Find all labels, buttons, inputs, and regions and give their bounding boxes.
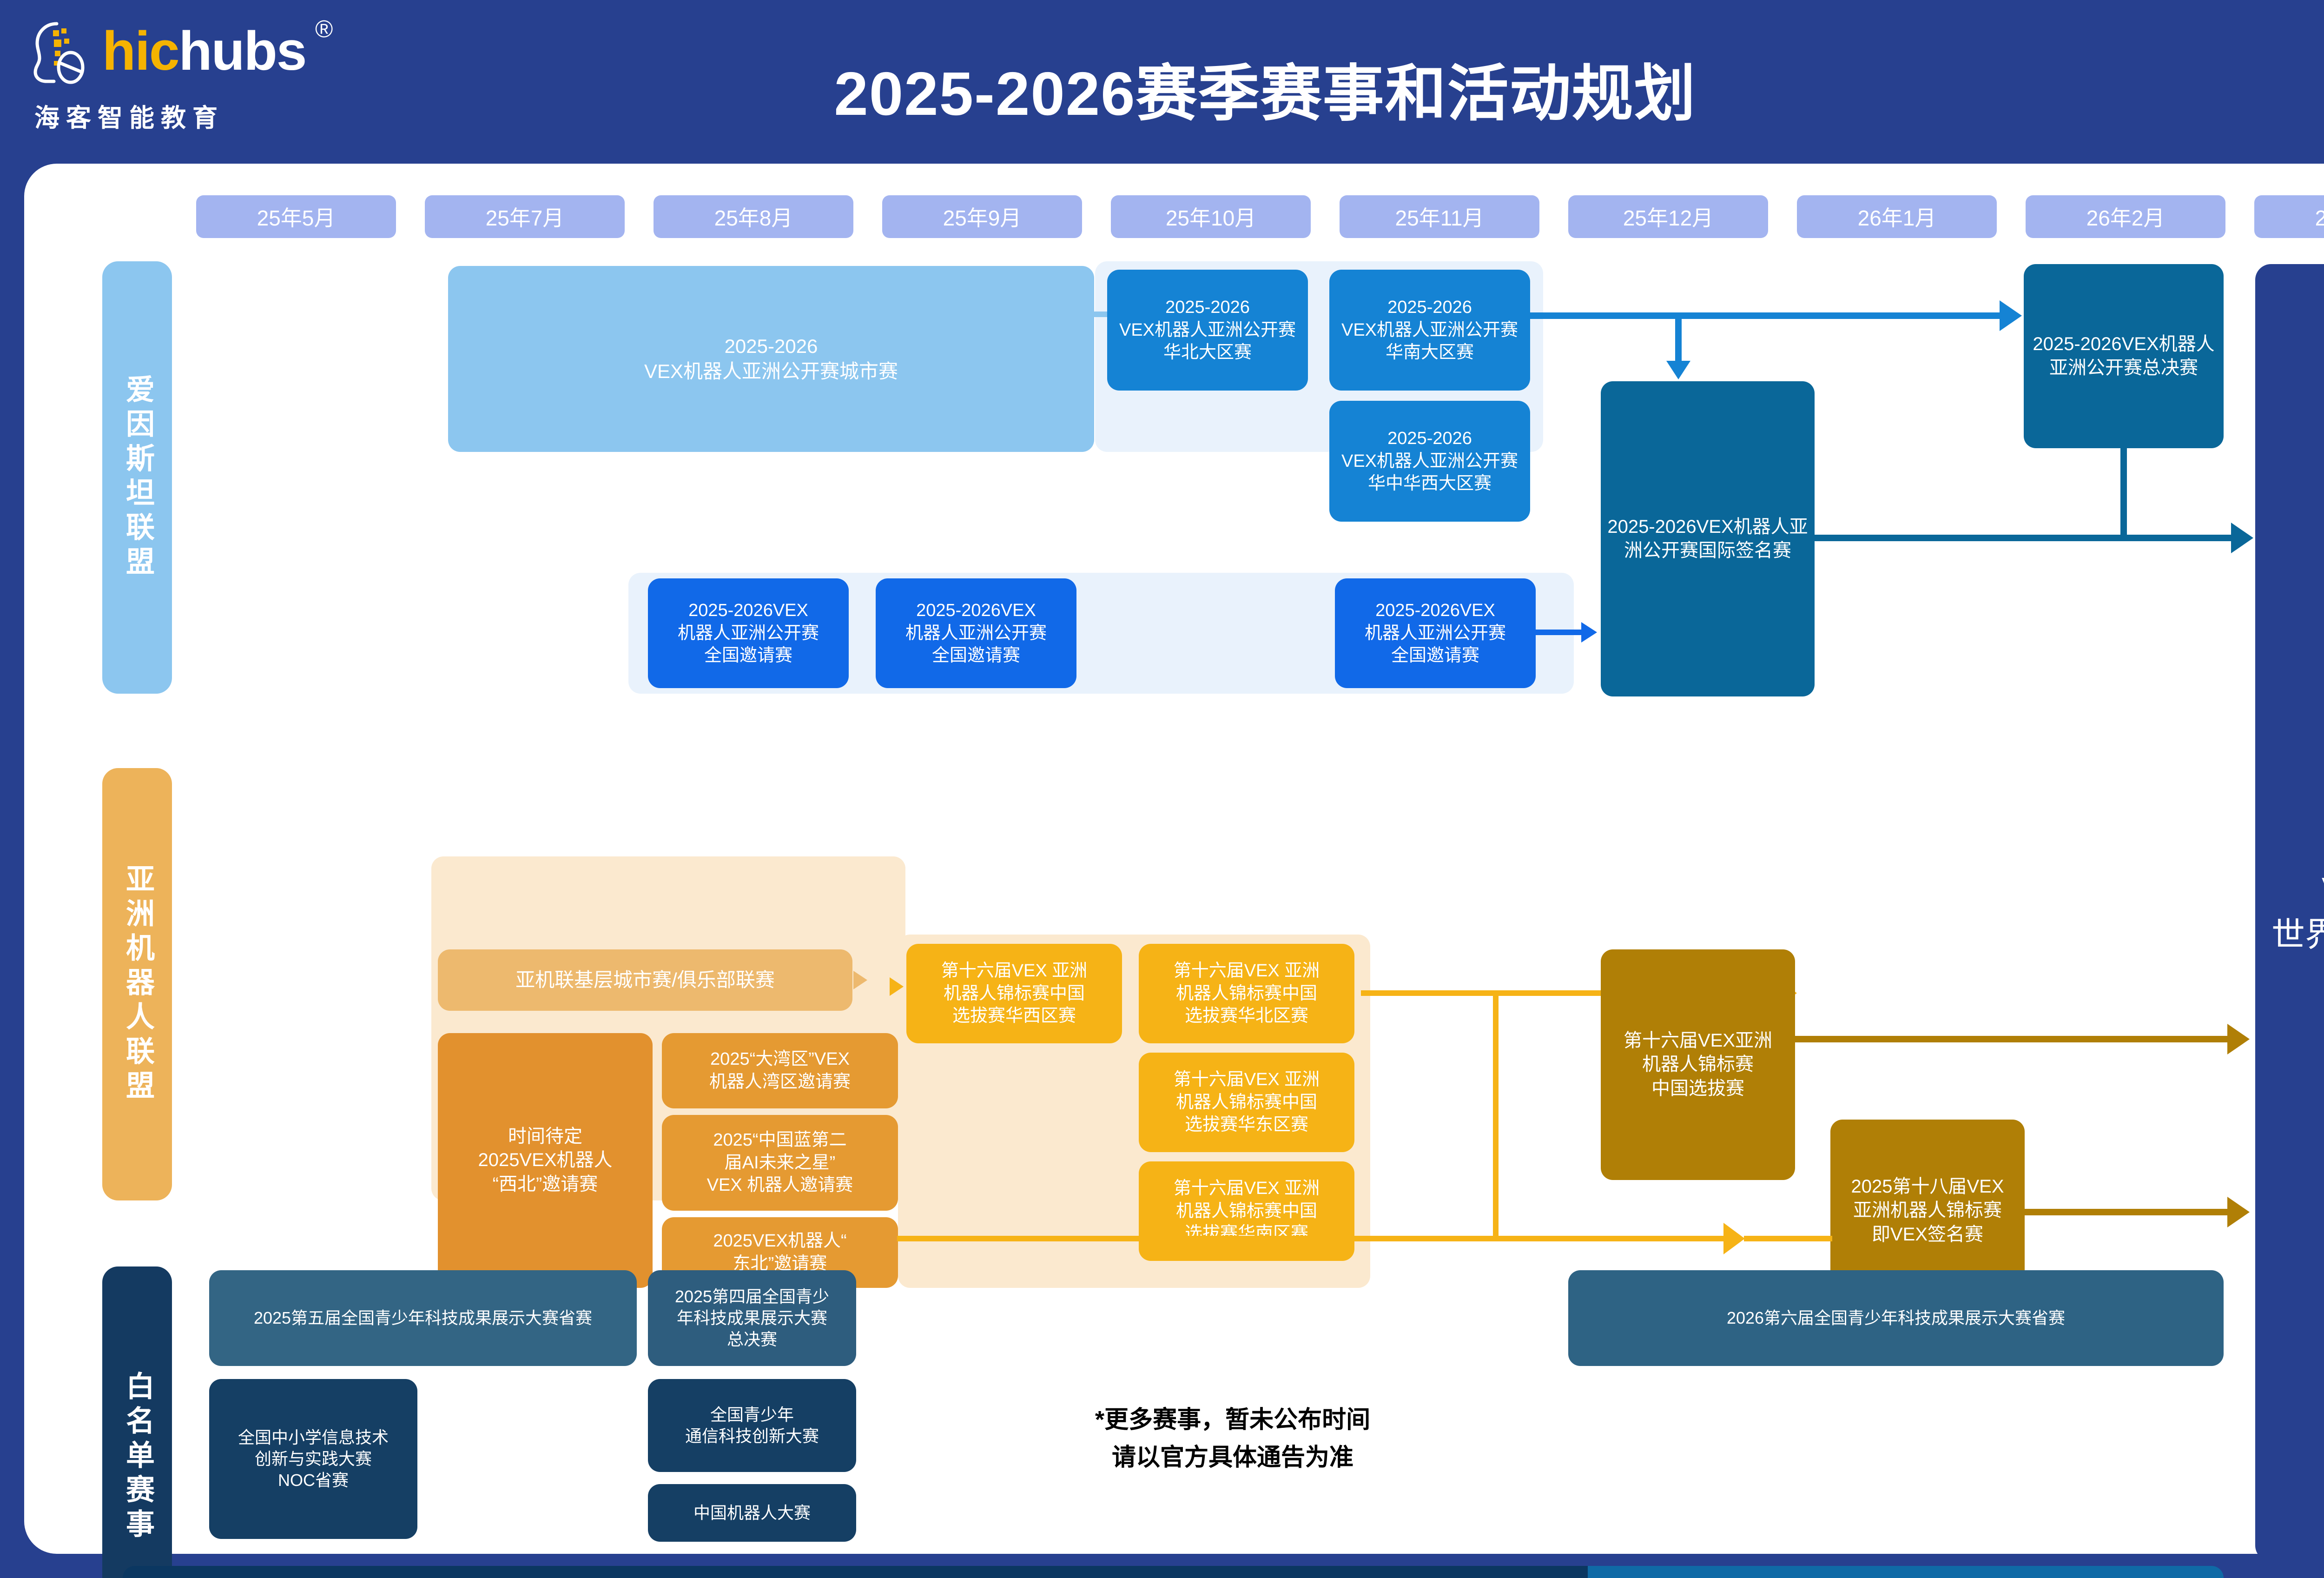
card-einstein-international-signature[interactable]: 2025-2026VEX机器人亚洲公开赛国际签名赛 xyxy=(1601,381,1815,696)
card-asia-bay-area[interactable]: 2025“大湾区”VEX 机器人湾区邀请赛 xyxy=(662,1033,898,1108)
month-pill-6[interactable]: 25年11月 xyxy=(1340,195,1539,238)
card-einstein-invitational-3[interactable]: 2025-2026VEX 机器人亚洲公开赛 全国邀请赛 xyxy=(1335,578,1536,688)
connector-selection-v xyxy=(1493,993,1499,1241)
arrow-champ18-to-vexworld xyxy=(2227,1197,2250,1227)
connector-selection-h2 xyxy=(1493,1236,1725,1241)
card-einstein-region-central-west[interactable]: 2025-2026 VEX机器人亚洲公开赛华中华西大区赛 xyxy=(1329,401,1530,522)
card-whitelist-china-robot[interactable]: 中国机器人大赛 xyxy=(648,1484,856,1542)
logo-hic-text: hic xyxy=(102,20,179,82)
arrow-invite-to-signature xyxy=(1581,622,1597,643)
connector-champ18-left xyxy=(1744,1236,1832,1241)
brand-logo: hichubs ® 海客智能教育 xyxy=(28,12,353,137)
arrow-region-to-final xyxy=(2000,300,2022,331)
month-pill-10[interactable]: 26年4月 xyxy=(2254,195,2324,238)
month-header-row: 25年5月 25年7月 25年8月 25年9月 25年10月 25年11月 25… xyxy=(24,195,2324,238)
row-label-einstein: 爱因斯坦联盟 xyxy=(102,261,172,694)
logo-row: hichubs ® xyxy=(28,12,353,91)
card-whitelist-prov-6th-2026[interactable]: 2026第六届全国青少年科技成果展示大赛省赛 xyxy=(1568,1270,2224,1366)
card-einstein-grand-final[interactable]: 2025-2026VEX机器人亚洲公开赛总决赛 xyxy=(2024,264,2224,448)
month-pill-1[interactable]: 25年5月 xyxy=(196,195,396,238)
arrow-northeast-to-champ18 xyxy=(1723,1223,1745,1254)
footnote-text: *更多赛事，暂未公布时间 请以官方具体通告为准 xyxy=(1095,1406,1371,1471)
month-pill-4[interactable]: 25年9月 xyxy=(882,195,1082,238)
month-pill-8[interactable]: 26年1月 xyxy=(1797,195,1997,238)
card-asia-selection-east[interactable]: 第十六届VEX 亚洲 机器人锦标赛中国 选拔赛华东区赛 xyxy=(1139,1053,1354,1152)
connector-final-down-stem xyxy=(2120,445,2127,537)
card-whitelist-prov-5th[interactable]: 2025第五届全国青少年科技成果展示大赛省赛 xyxy=(209,1270,637,1366)
month-pill-9[interactable]: 26年2月 xyxy=(2026,195,2225,238)
card-einstein-invitational-2[interactable]: 2025-2026VEX 机器人亚洲公开赛 全国邀请赛 xyxy=(876,578,1076,688)
card-whitelist-comm-innov[interactable]: 全国青少年 通信科技创新大赛 xyxy=(648,1379,856,1472)
card-asia-china-blue[interactable]: 2025“中国蓝第二 届AI未来之星” VEX 机器人邀请赛 xyxy=(662,1115,898,1211)
logo-subtitle: 海客智能教育 xyxy=(34,104,224,132)
card-wrc-championship[interactable]: 2025世界机器人大赛锦标赛 xyxy=(123,1566,1588,1578)
card-asia-grassroots[interactable]: 亚机联基层城市赛/俱乐部联赛 xyxy=(438,949,852,1011)
row-label-asia: 亚洲机器人联盟 xyxy=(102,768,172,1200)
connector-northeast-long xyxy=(897,1236,1498,1241)
row-label-whitelist: 白名单赛事 xyxy=(102,1266,172,1578)
connector-china-selection-right xyxy=(1794,1036,2229,1042)
card-wrc-final[interactable]: 2025世界机器人大赛总决赛 xyxy=(1588,1566,2224,1578)
logo-wordmark: hichubs ® xyxy=(102,17,333,79)
card-asia-selection-north[interactable]: 第十六届VEX 亚洲 机器人锦标赛中国 选拔赛华北区赛 xyxy=(1139,944,1354,1043)
card-asia-selection-south[interactable]: 第十六届VEX 亚洲 机器人锦标赛中国 选拔赛华南区赛 xyxy=(1139,1161,1354,1261)
connector-region-down-v xyxy=(1675,315,1682,365)
month-pill-5[interactable]: 25年10月 xyxy=(1111,195,1311,238)
card-einstein-region-south[interactable]: 2025-2026 VEX机器人亚洲公开赛华南大区赛 xyxy=(1329,270,1530,391)
arrow-china-selection-to-vexworld xyxy=(2227,1024,2250,1054)
month-pill-7[interactable]: 25年12月 xyxy=(1568,195,1768,238)
card-vex-world-championship[interactable]: VEX 世界锦标赛 xyxy=(2255,264,2324,1561)
card-einstein-city-match[interactable]: 2025-2026 VEX机器人亚洲公开赛城市赛 xyxy=(448,266,1094,452)
connector-region-to-final-h xyxy=(1530,312,2005,319)
page-title: 2025-2026赛季赛事和活动规划 xyxy=(834,60,1697,128)
connector-signature-right xyxy=(1812,535,2237,541)
connector-invite-to-signature xyxy=(1536,630,1586,635)
card-einstein-invitational-1[interactable]: 2025-2026VEX 机器人亚洲公开赛 全国邀请赛 xyxy=(648,578,849,688)
timeline-board: 25年5月 25年7月 25年8月 25年9月 25年10月 25年11月 25… xyxy=(24,164,2324,1578)
card-asia-tbd-northwest[interactable]: 时间待定 2025VEX机器人 “西北”邀请赛 xyxy=(438,1033,653,1288)
card-asia-china-selection[interactable]: 第十六届VEX亚洲 机器人锦标赛 中国选拔赛 xyxy=(1601,949,1795,1180)
month-pill-3[interactable]: 25年8月 xyxy=(654,195,853,238)
connector-champ18-right xyxy=(2024,1209,2230,1215)
month-pill-2[interactable]: 25年7月 xyxy=(425,195,625,238)
arrow-einstein-to-vexworld xyxy=(2231,523,2253,553)
arrow-grassroots-right xyxy=(853,971,867,989)
card-asia-selection-west[interactable]: 第十六届VEX 亚洲 机器人锦标赛中国 选拔赛华西区赛 xyxy=(906,944,1122,1043)
card-whitelist-final-4th[interactable]: 2025第四届全国青少 年科技成果展示大赛 总决赛 xyxy=(648,1270,856,1366)
card-einstein-region-north[interactable]: 2025-2026 VEX机器人亚洲公开赛华北大区赛 xyxy=(1107,270,1308,391)
logo-hubs-text: hubs xyxy=(178,20,307,82)
card-whitelist-noc-prov[interactable]: 全国中小学信息技术 创新与实践大赛 NOC省赛 xyxy=(209,1379,417,1539)
registered-mark-icon: ® xyxy=(315,16,333,43)
brain-mouse-icon xyxy=(28,16,98,86)
arrow-region-down xyxy=(1666,361,1690,379)
arrow-into-selection xyxy=(890,977,904,996)
